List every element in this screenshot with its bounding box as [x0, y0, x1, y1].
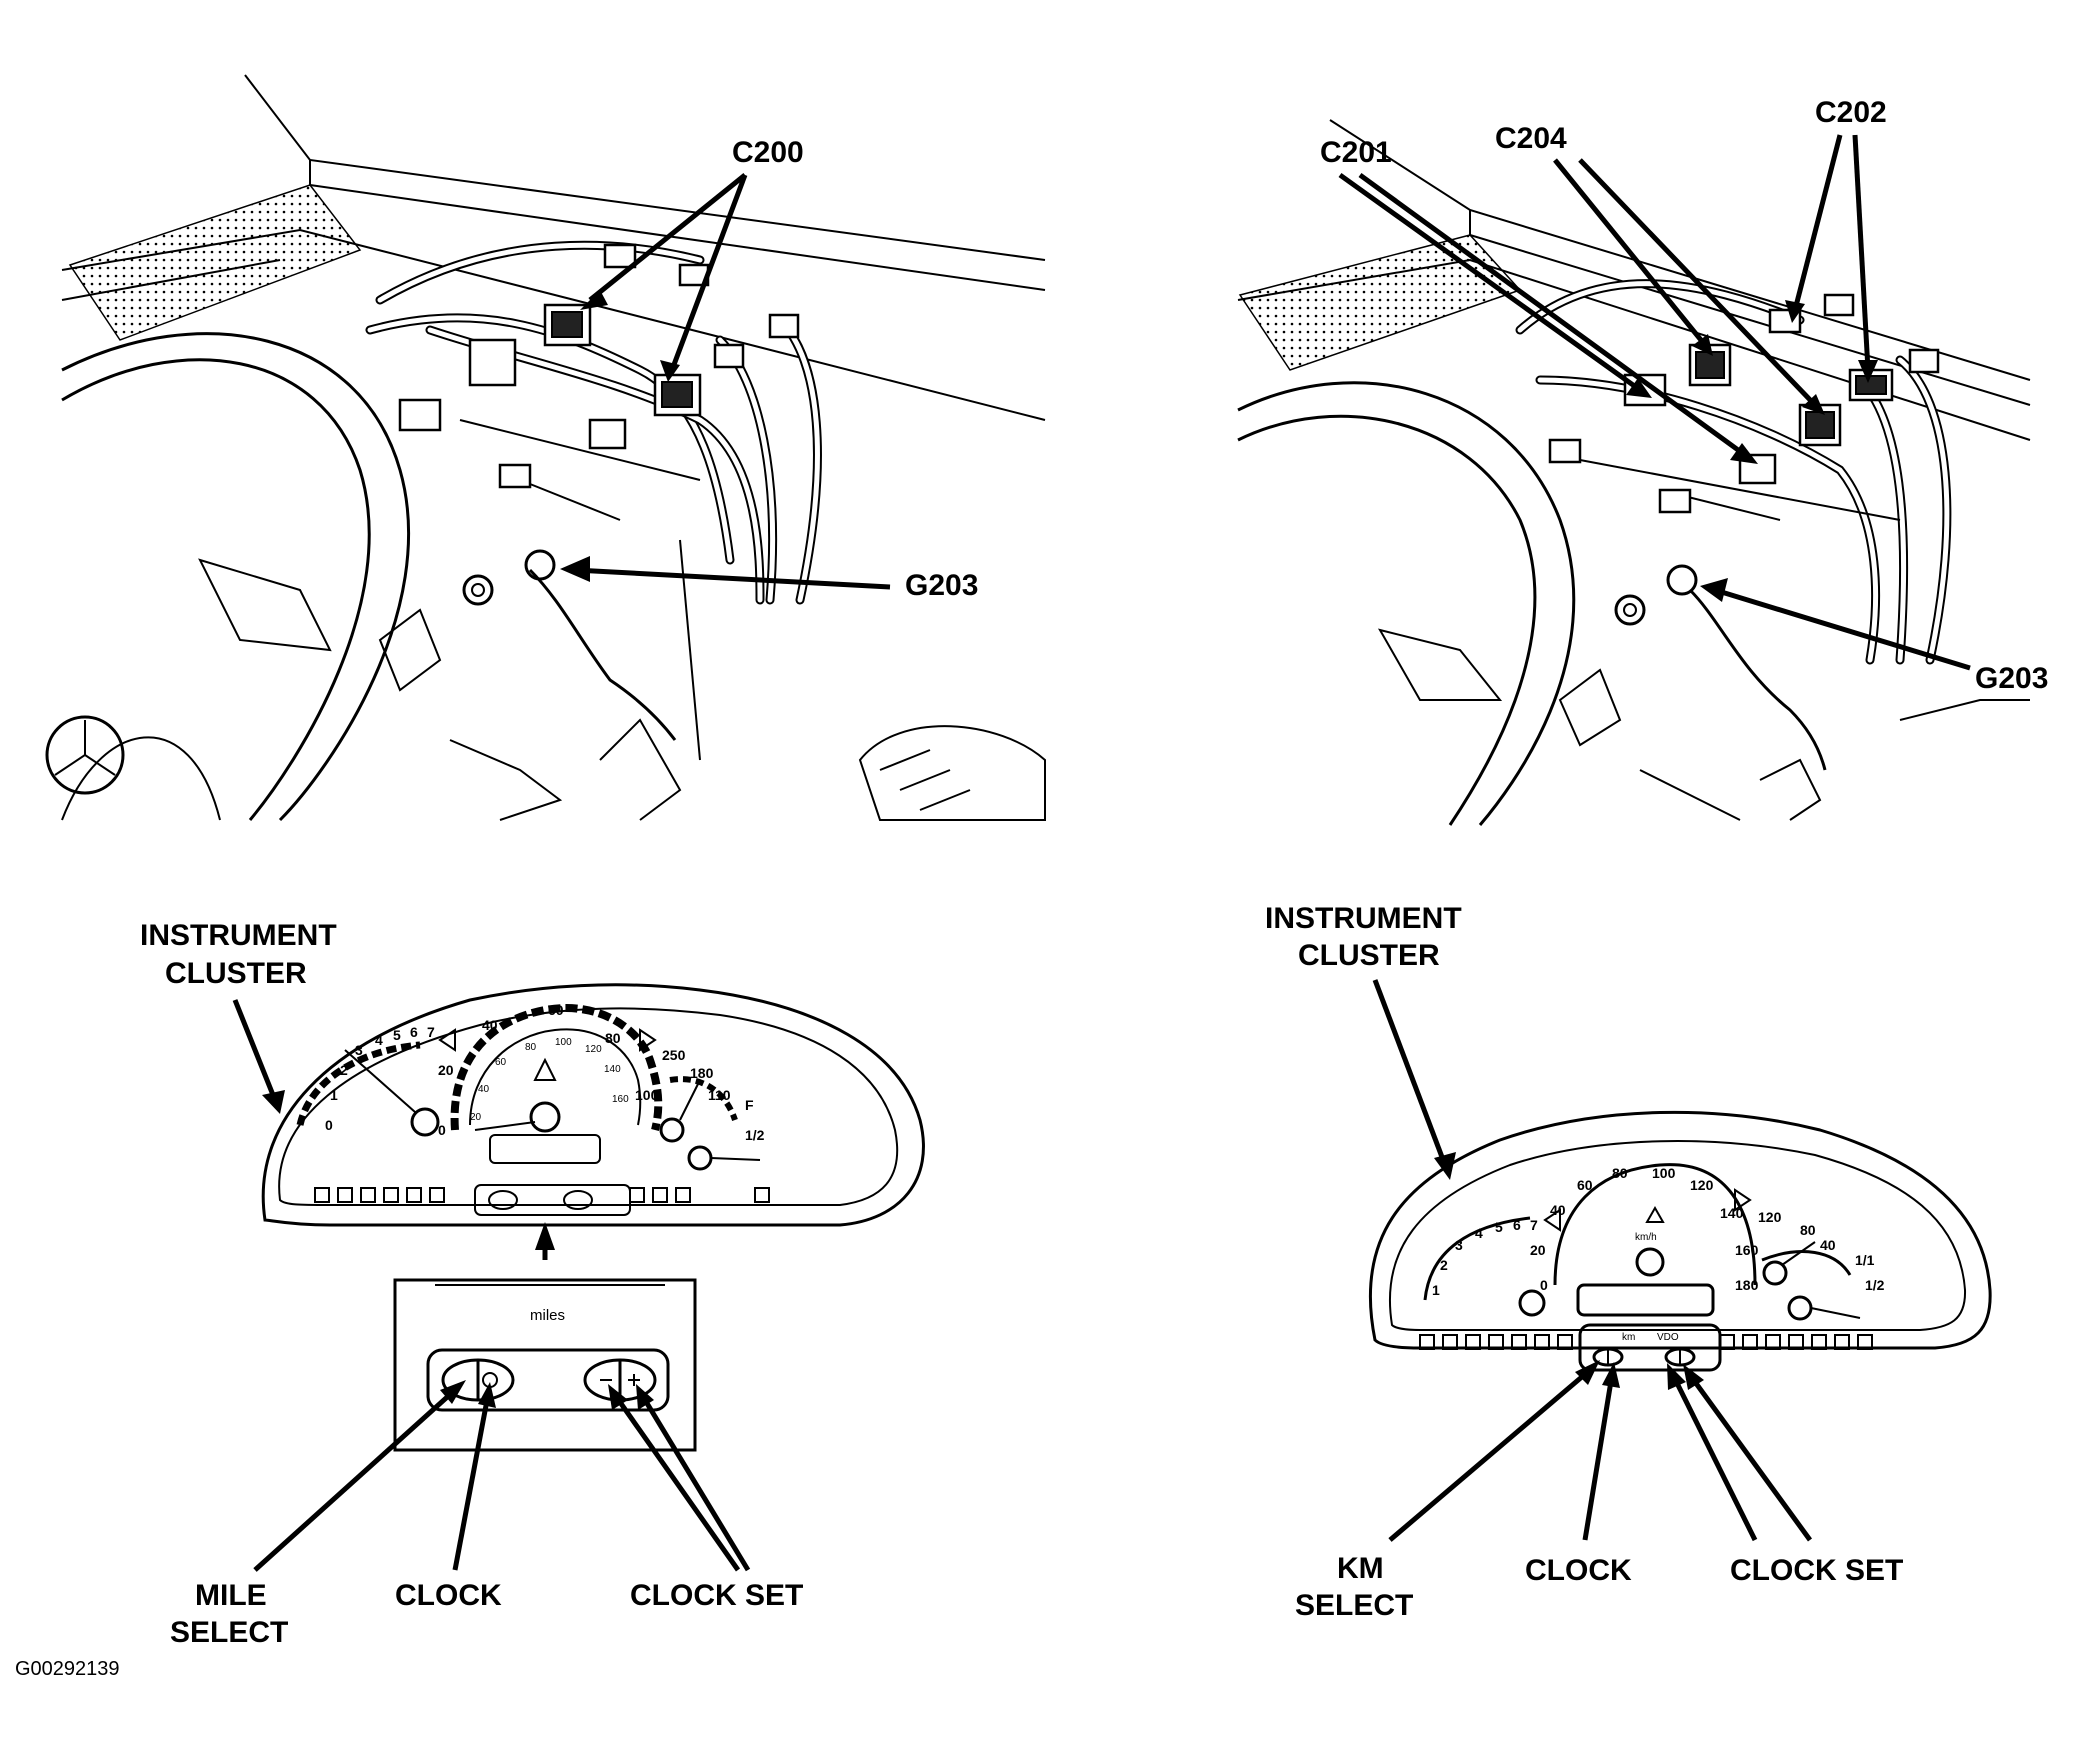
bl-tach-2: 2 [340, 1062, 348, 1078]
figure-id: G00292139 [15, 1658, 120, 1680]
bl-label-mile-select-1: MILE [195, 1579, 267, 1612]
br-label-clock: CLOCK [1525, 1554, 1632, 1587]
br-kmh-120: 120 [1690, 1177, 1714, 1193]
br-label-km-select-1: KM [1337, 1552, 1384, 1585]
bl-mph-20: 20 [438, 1062, 454, 1078]
bl-fuel-f: F [745, 1097, 754, 1113]
bl-label-clock: CLOCK [395, 1579, 502, 1612]
bl-mph-100: 100 [635, 1087, 659, 1103]
br-tach-3: 3 [1455, 1237, 1463, 1253]
br-kmh-unit: km/h [1635, 1232, 1657, 1243]
br-tach-2: 2 [1440, 1257, 1448, 1273]
br-display-vdo: VDO [1657, 1332, 1679, 1343]
br-kmh-60: 60 [1577, 1177, 1593, 1193]
br-temp-40: 40 [1820, 1237, 1836, 1253]
br-kmh-180: 180 [1735, 1277, 1759, 1293]
br-kmh-20: 20 [1530, 1242, 1546, 1258]
bl-kmh-160: 160 [612, 1094, 629, 1105]
bl-title-line2: CLUSTER [165, 957, 307, 990]
br-tach-4: 4 [1475, 1225, 1483, 1241]
br-label-km-select-2: SELECT [1295, 1589, 1413, 1622]
bl-tach-4: 4 [375, 1032, 383, 1048]
label-g203-top-left: G203 [905, 569, 978, 602]
bl-fuel-half: 1/2 [745, 1127, 765, 1143]
br-kmh-80: 80 [1612, 1165, 1628, 1181]
bl-tach-0: 0 [325, 1117, 333, 1133]
br-kmh-160: 160 [1735, 1242, 1759, 1258]
bl-mph-40: 40 [482, 1017, 498, 1033]
top-right-dash-view: C201 C204 C202 G203 [1237, 96, 2048, 826]
bl-mph-0: 0 [438, 1122, 446, 1138]
bl-kmh-40: 40 [478, 1084, 490, 1095]
bl-kmh-100: 100 [555, 1037, 572, 1048]
bl-kmh-120: 120 [585, 1044, 602, 1055]
bl-tach-1: 1 [330, 1087, 338, 1103]
bl-title-line1: INSTRUMENT [140, 919, 337, 952]
bl-inset-miles: miles [530, 1307, 565, 1324]
bl-mph-80: 80 [605, 1030, 621, 1046]
label-c202: C202 [1815, 96, 1887, 129]
br-label-clock-set: CLOCK SET [1730, 1554, 1903, 1587]
bottom-right-cluster-view: INSTRUMENT CLUSTER 1 2 3 4 5 6 7 0 20 40… [1265, 902, 1992, 1622]
br-title-line1: INSTRUMENT [1265, 902, 1462, 935]
br-temp-120: 120 [1758, 1209, 1782, 1225]
br-kmh-0: 0 [1540, 1277, 1548, 1293]
br-title-line2: CLUSTER [1298, 939, 1440, 972]
br-kmh-100: 100 [1652, 1165, 1676, 1181]
bl-tach-6: 6 [410, 1024, 418, 1040]
bl-kmh-20: 20 [470, 1112, 482, 1123]
br-fuel-full: 1/1 [1855, 1252, 1875, 1268]
br-temp-80: 80 [1800, 1222, 1816, 1238]
label-c200-top-left: C200 [732, 136, 804, 169]
bl-kmh-80: 80 [525, 1042, 537, 1053]
top-left-dash-view: C200 G203 [45, 74, 1046, 822]
bl-tach-5: 5 [393, 1027, 401, 1043]
bl-mph-60: 60 [548, 1002, 564, 1018]
label-g203-top-right: G203 [1975, 662, 2048, 695]
br-tach-1: 1 [1432, 1282, 1440, 1298]
bl-label-mile-select-2: SELECT [170, 1616, 288, 1649]
label-c201: C201 [1320, 136, 1392, 169]
bl-temp-180: 180 [690, 1065, 714, 1081]
bl-kmh-140: 140 [604, 1064, 621, 1075]
br-fuel-half: 1/2 [1865, 1277, 1885, 1293]
br-tach-5: 5 [1495, 1219, 1503, 1235]
bl-tach-7: 7 [427, 1024, 435, 1040]
bl-kmh-60: 60 [495, 1057, 507, 1068]
bl-label-clock-set: CLOCK SET [630, 1579, 803, 1612]
label-c204: C204 [1495, 122, 1567, 155]
br-warning-lights [1419, 1334, 1873, 1350]
br-display-km: km [1622, 1332, 1635, 1343]
br-tach-7: 7 [1530, 1217, 1538, 1233]
br-tach-6: 6 [1513, 1217, 1521, 1233]
bl-temp-250: 250 [662, 1047, 686, 1063]
bl-warning-lights [314, 1187, 770, 1203]
bl-tach-3: 3 [355, 1042, 363, 1058]
bottom-left-cluster-view: INSTRUMENT CLUSTER 0 1 2 3 4 5 6 7 0 20 … [140, 919, 925, 1649]
bl-temp-110: 110 [708, 1087, 731, 1103]
